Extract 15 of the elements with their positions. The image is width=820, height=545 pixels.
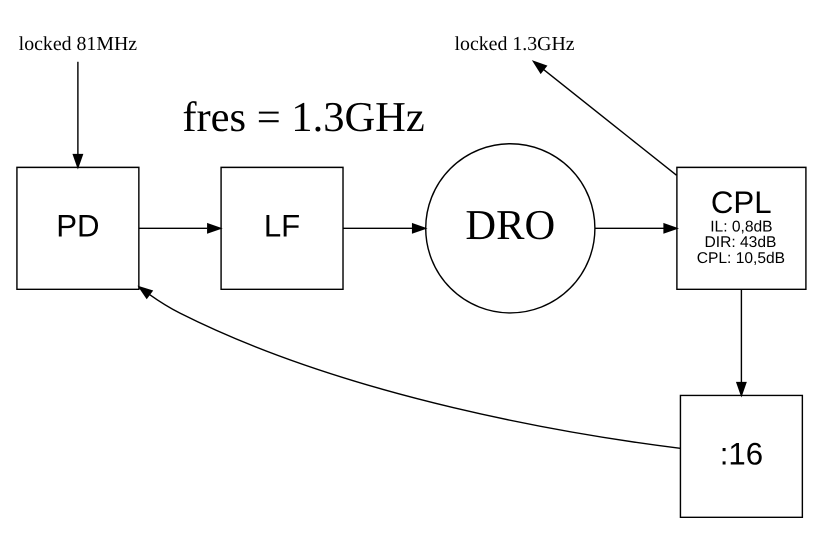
arrow — [343, 222, 428, 234]
node-circle: DRO — [425, 142, 596, 314]
node-box: :16 — [680, 394, 804, 518]
arrow — [72, 61, 84, 170]
arrow — [138, 222, 223, 234]
node-text: locked 1.3GHz — [454, 32, 575, 55]
arrow — [736, 289, 747, 397]
arrow — [137, 285, 680, 449]
node-box: CPL IL: 0,8dB DIR: 43dB CPL: 10,5dB — [676, 166, 807, 290]
node-label: fres = 1.3GHz — [182, 93, 425, 140]
arrow — [532, 60, 677, 176]
node-box: LF — [220, 166, 344, 290]
node-box: PD — [16, 166, 140, 290]
node-text: locked 81MHz — [18, 32, 138, 55]
arrow — [595, 222, 679, 234]
